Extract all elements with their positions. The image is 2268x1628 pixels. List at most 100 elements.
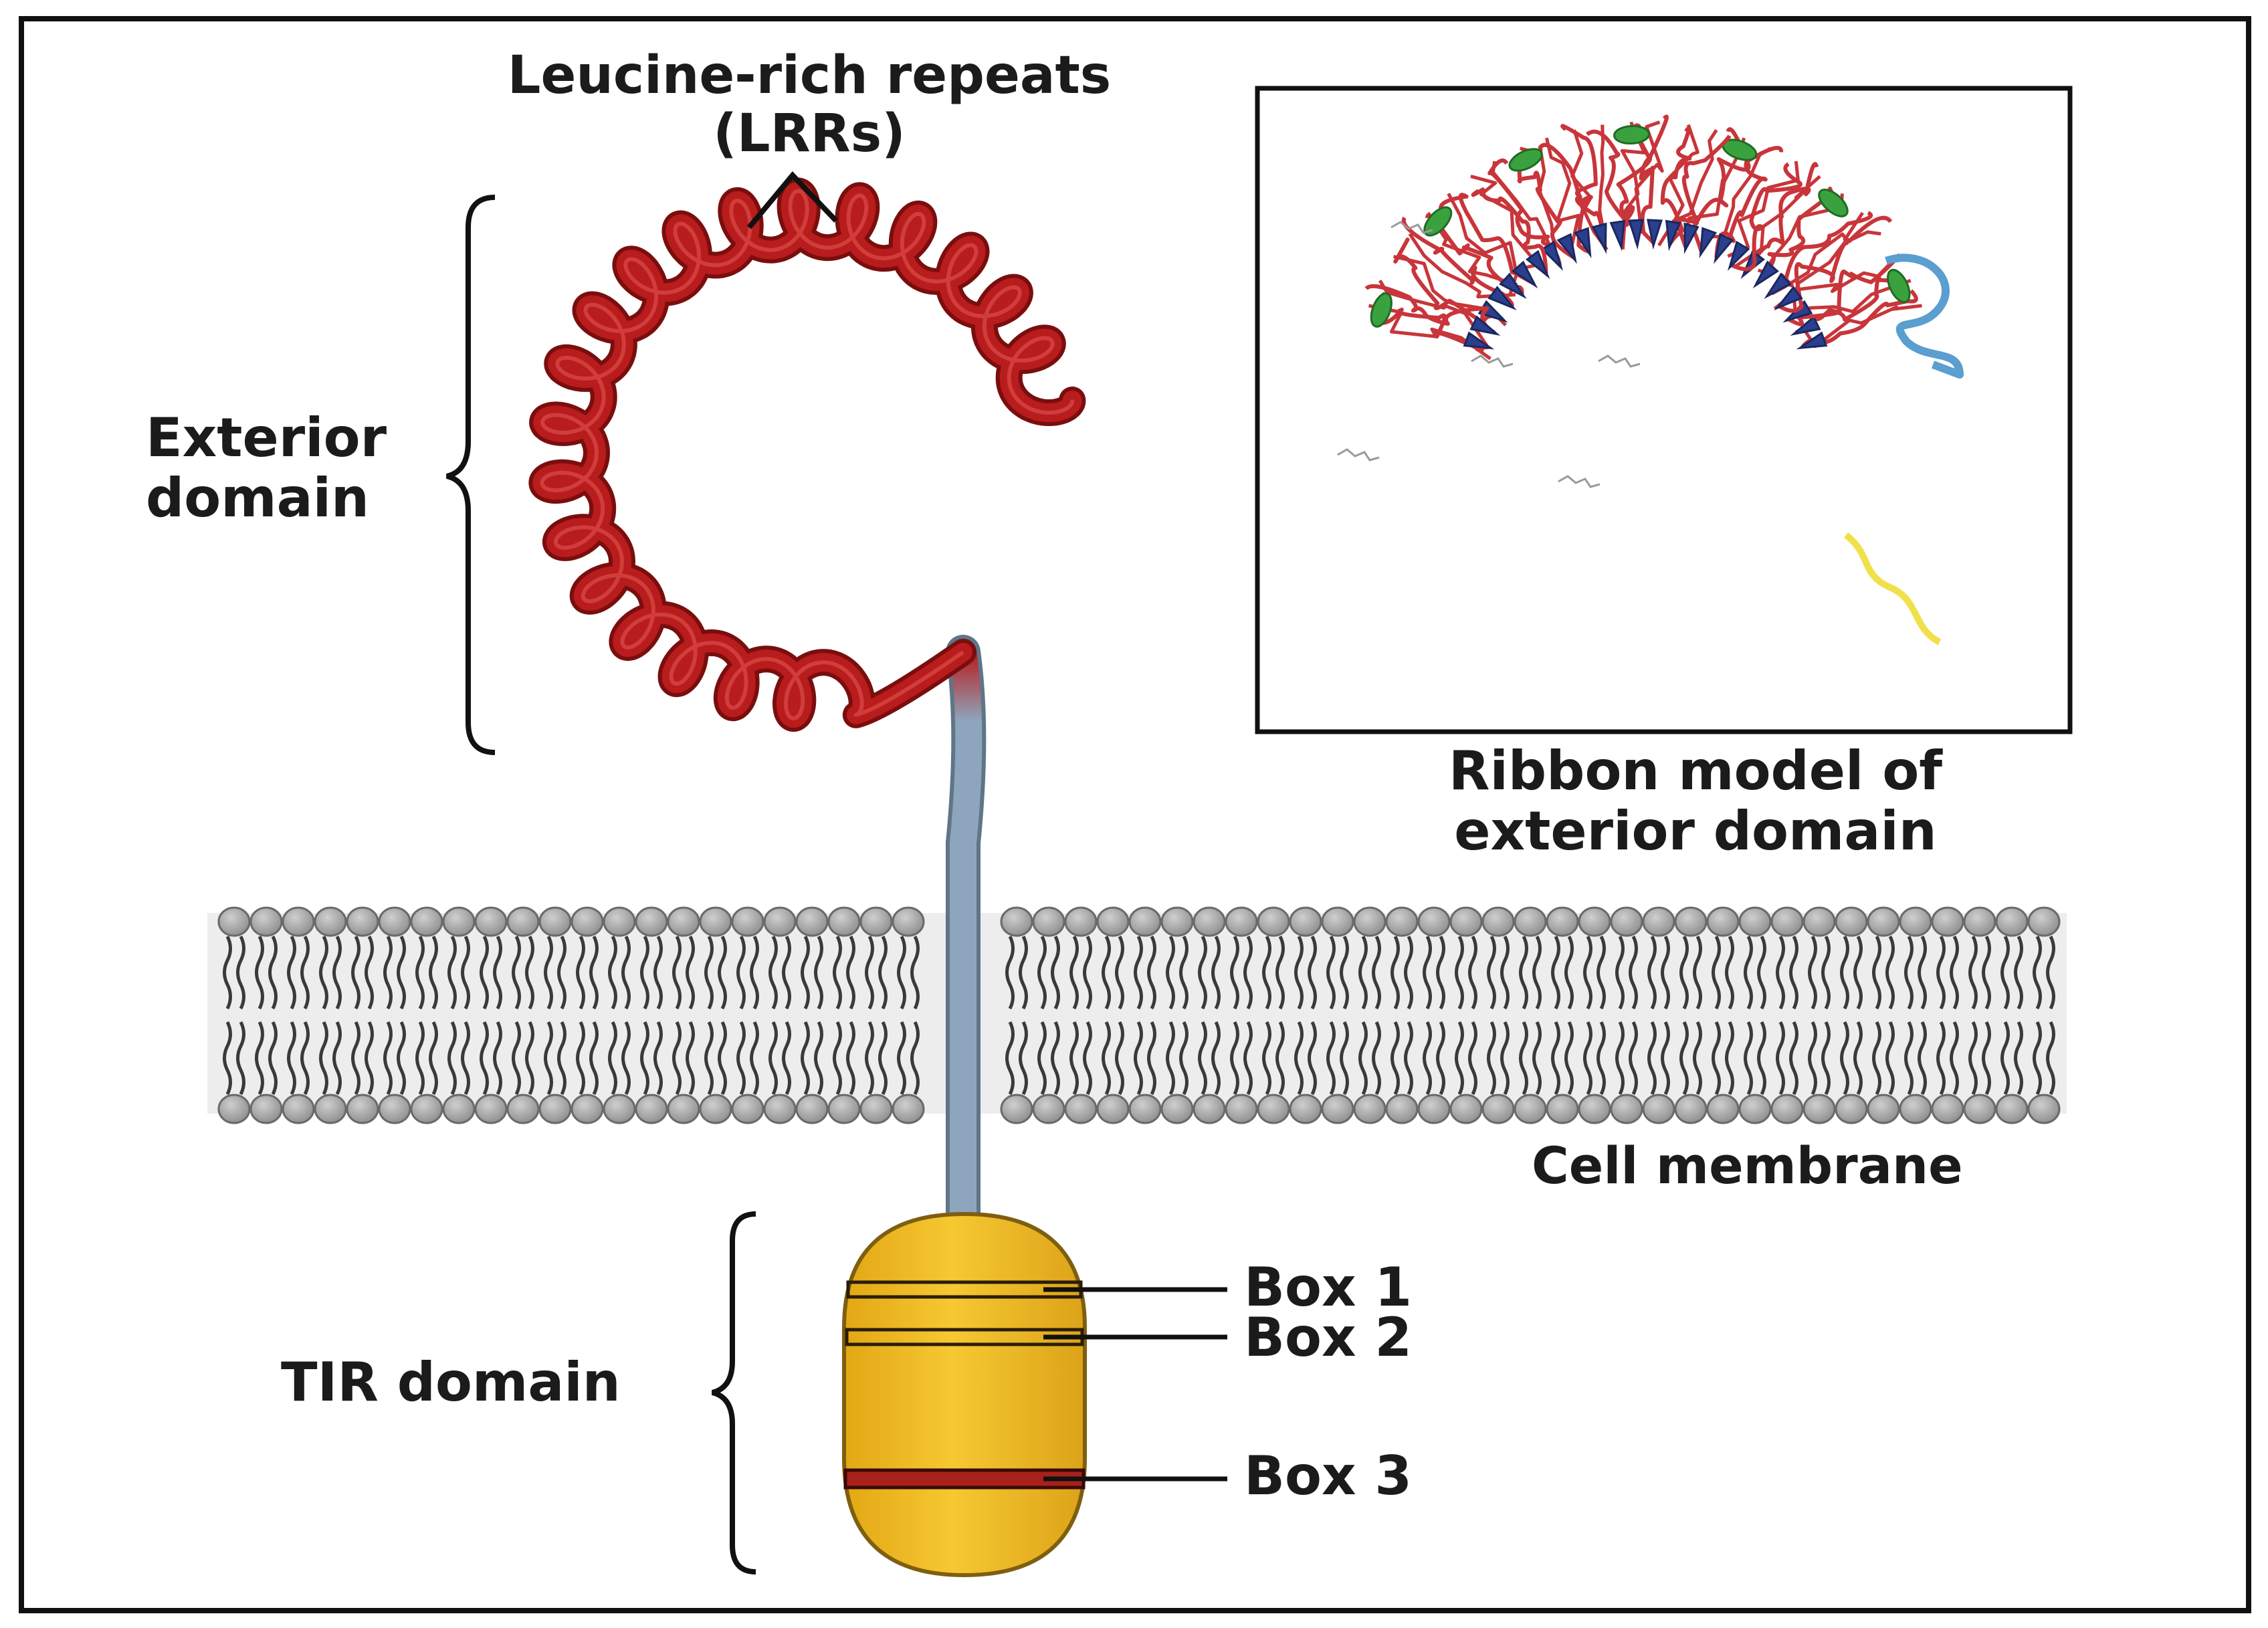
lipid-tail xyxy=(512,1021,534,1096)
lipid-head xyxy=(1417,1094,1451,1124)
lrr-pointer xyxy=(746,171,838,229)
lipid-head xyxy=(892,1094,925,1124)
lipid-tail xyxy=(415,1021,438,1096)
ribbon-helix xyxy=(1613,124,1650,145)
ribbon-coil xyxy=(1532,142,1593,254)
lipid-head xyxy=(314,906,347,937)
lipid-tail xyxy=(897,1021,920,1096)
lipid-head xyxy=(667,1094,700,1124)
ribbon-strand xyxy=(1628,219,1644,250)
lipid-tail xyxy=(255,1021,278,1096)
lipid-tail xyxy=(897,935,920,1010)
exterior-brace xyxy=(445,195,496,755)
lipid-tail xyxy=(319,1021,342,1096)
lipid-head xyxy=(1610,1094,1643,1124)
lipid-tail xyxy=(1037,935,1060,1010)
lipid-head xyxy=(1546,1094,1579,1124)
lipid-tail xyxy=(1551,935,1574,1010)
lipid-head xyxy=(1193,906,1226,937)
ribbon-strand xyxy=(1714,233,1734,264)
ribbon-coil xyxy=(1794,274,1899,334)
lipid-head xyxy=(1738,906,1772,937)
lipid-tail xyxy=(1808,1021,1831,1096)
ribbon-strand xyxy=(1796,331,1828,350)
ribbon-ligand xyxy=(1390,221,1433,234)
lipid-tail xyxy=(383,1021,406,1096)
lipid-head xyxy=(1674,1094,1708,1124)
ribbon-coil xyxy=(1629,120,1664,233)
lipid-tail xyxy=(1551,1021,1574,1096)
lipid-head xyxy=(635,906,668,937)
lipid-tail xyxy=(1198,935,1221,1010)
ribbon-coil xyxy=(1378,280,1489,348)
lipid-tail xyxy=(1037,1021,1060,1096)
lipid-tail xyxy=(1776,935,1798,1010)
ribbon-ligand xyxy=(1337,448,1380,462)
lipid-tail xyxy=(1519,935,1542,1010)
lipid-head xyxy=(506,906,540,937)
ribbon-strand xyxy=(1752,260,1779,289)
lipid-head xyxy=(892,906,925,937)
ribbon-coil xyxy=(1730,162,1802,272)
lipid-tail xyxy=(865,935,888,1010)
lipid-tail xyxy=(1134,1021,1156,1096)
lipid-tail xyxy=(576,935,599,1010)
lipid-head xyxy=(1642,906,1675,937)
ribbon-coil xyxy=(1544,137,1580,253)
lipid-head xyxy=(1963,1094,1996,1124)
lipid-tail xyxy=(1326,1021,1349,1096)
ribbon-strand xyxy=(1647,219,1663,250)
lipid-head xyxy=(1931,906,1964,937)
ribbon-helix xyxy=(1370,292,1393,328)
lipid-tail xyxy=(1840,935,1863,1010)
lipid-head xyxy=(1128,1094,1162,1124)
ribbon-strand xyxy=(1512,260,1538,289)
lipid-tail xyxy=(833,1021,855,1096)
lipid-tail xyxy=(1776,1021,1798,1096)
lipid-tail xyxy=(1134,935,1156,1010)
lipid-head xyxy=(1642,1094,1675,1124)
lrr-helix xyxy=(528,177,1086,732)
lipid-head xyxy=(1128,906,1162,937)
lipid-head xyxy=(1032,906,1065,937)
lipid-head xyxy=(1514,1094,1547,1124)
lipid-tail xyxy=(768,935,791,1010)
lipid-head xyxy=(2027,1094,2061,1124)
lipid-head xyxy=(1706,1094,1740,1124)
lipid-tail xyxy=(704,1021,727,1096)
lipid-tail xyxy=(1198,1021,1221,1096)
lipid-head xyxy=(1096,1094,1130,1124)
ribbon-strand xyxy=(1727,240,1750,271)
lipid-head xyxy=(217,906,251,937)
ribbon-strand xyxy=(1591,222,1607,254)
ribbon-coil xyxy=(1767,211,1873,296)
lipid-head xyxy=(795,1094,829,1124)
lipid-head xyxy=(378,906,411,937)
lipid-head xyxy=(667,906,700,937)
lipid-tail xyxy=(1390,1021,1413,1096)
lipid-head xyxy=(217,1094,251,1124)
lipid-head xyxy=(763,1094,797,1124)
lipid-head xyxy=(1225,1094,1258,1124)
lipid-head xyxy=(1385,1094,1419,1124)
lipid-head xyxy=(1899,1094,1932,1124)
lipid-head xyxy=(1321,906,1354,937)
lipid-tail xyxy=(287,935,310,1010)
ribbon-label-line2: exterior domain xyxy=(1454,799,1937,862)
lipid-head xyxy=(1032,1094,1065,1124)
ribbon-ligand xyxy=(1598,354,1641,368)
lipid-head xyxy=(346,1094,379,1124)
lrr-label-line2: (LRRs) xyxy=(713,104,906,165)
lipid-tail xyxy=(1872,1021,1895,1096)
lipid-tail xyxy=(351,935,374,1010)
lipid-tail xyxy=(1936,1021,1959,1096)
lipid-head xyxy=(1995,1094,2029,1124)
ribbon-strand xyxy=(1469,315,1501,336)
tir-domain xyxy=(842,1211,1087,1578)
lipid-tail xyxy=(480,935,502,1010)
box2-label: Box 2 xyxy=(1244,1306,1413,1368)
ribbon-strand xyxy=(1556,233,1577,264)
lipid-head xyxy=(506,1094,540,1124)
lipid-head xyxy=(699,906,732,937)
